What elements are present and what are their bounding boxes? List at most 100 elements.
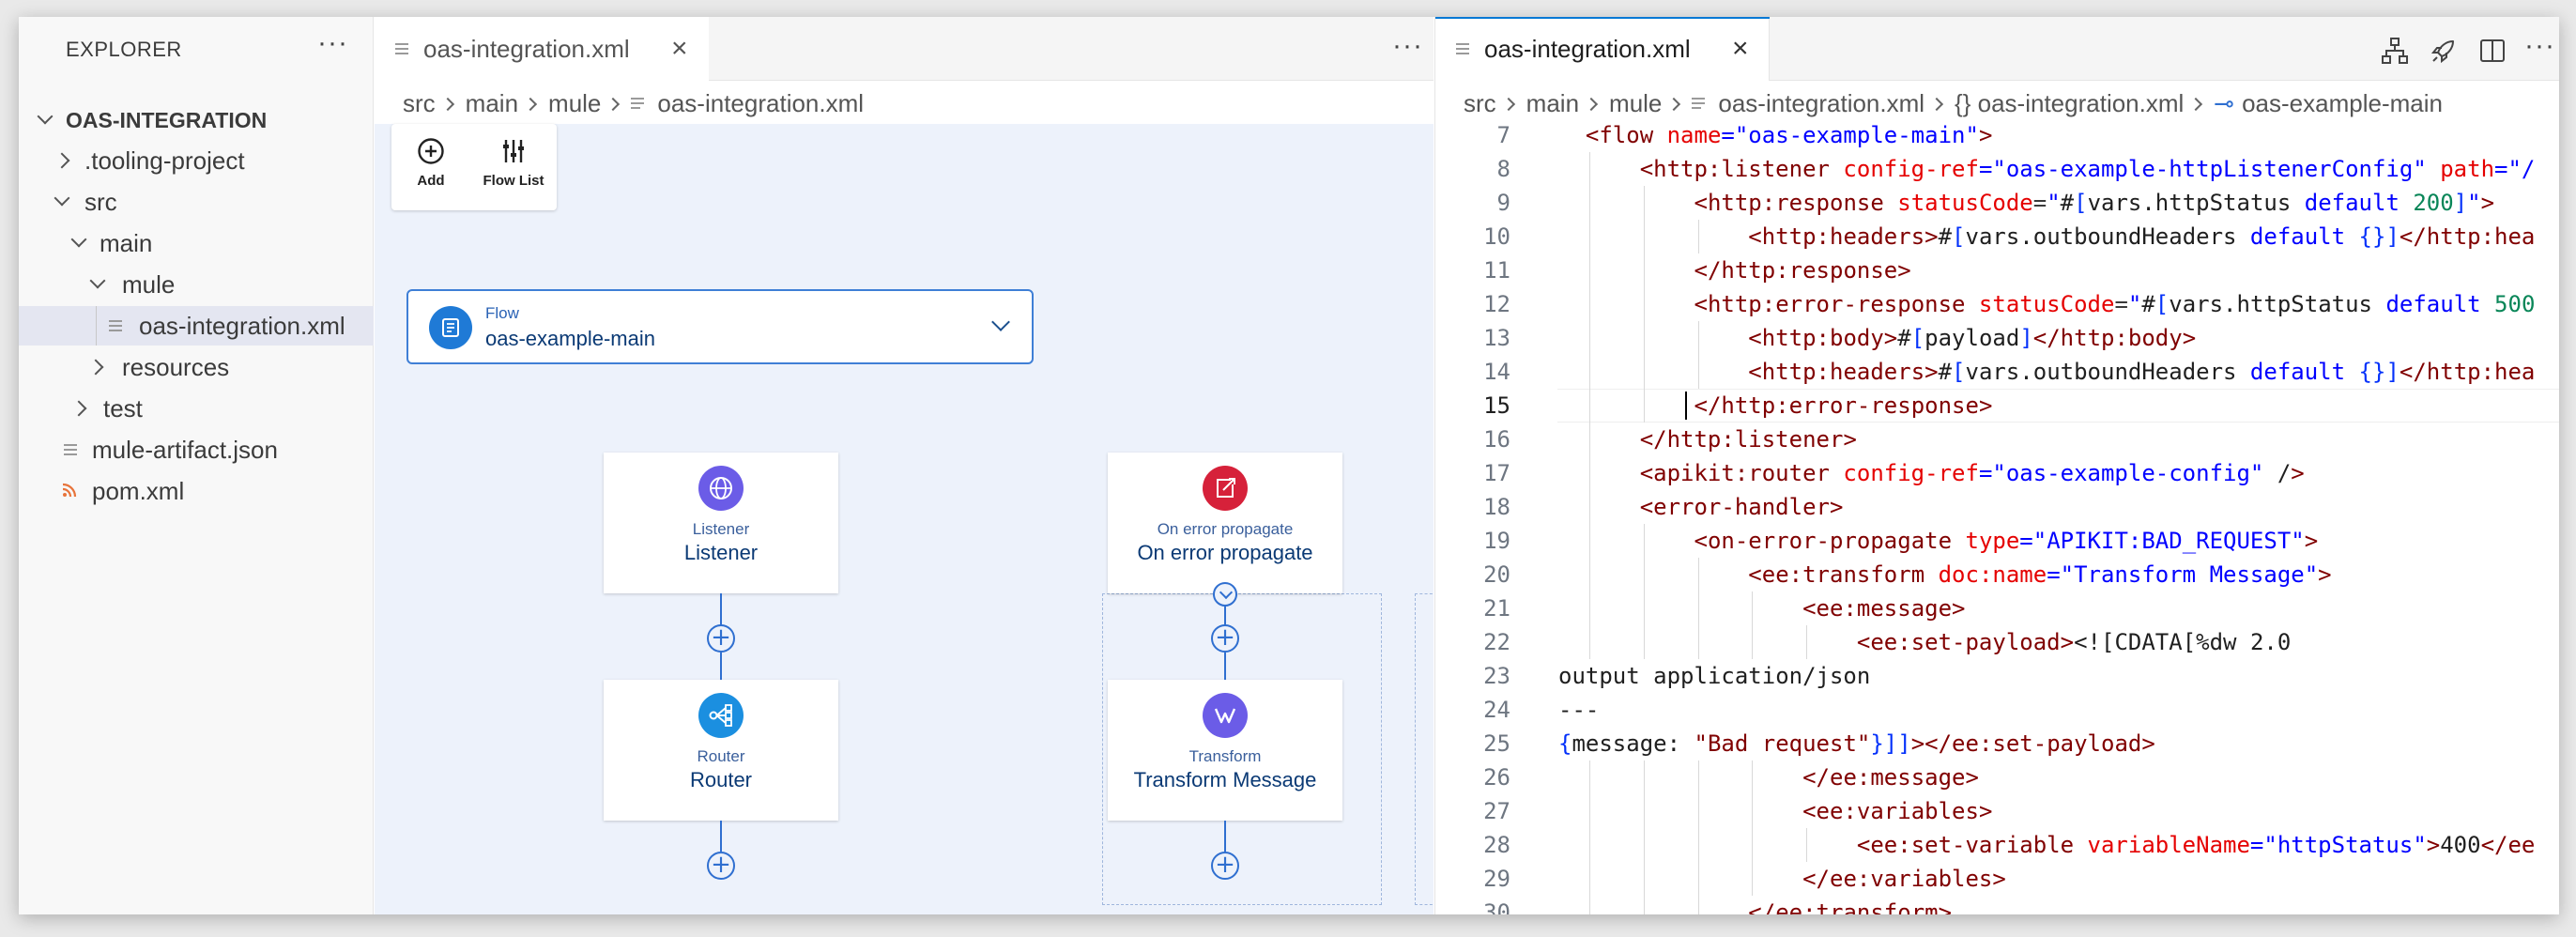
- on-error-propagate-card[interactable]: On error propagate On error propagate: [1108, 453, 1342, 593]
- code-line[interactable]: 22<ee:set-payload><![CDATA[%dw 2.0: [1435, 625, 2559, 659]
- indent-guide: [1643, 524, 1645, 558]
- indent-guide: [1806, 828, 1808, 862]
- breadcrumb-item[interactable]: mule: [548, 89, 602, 117]
- tree-item-src[interactable]: src: [19, 182, 374, 222]
- code-line[interactable]: 16</http:listener>: [1435, 422, 2559, 456]
- line-number: 29: [1483, 866, 1510, 892]
- breadcrumb-item[interactable]: main: [465, 89, 519, 117]
- indent-guide: [1588, 862, 1590, 896]
- tab-oas-integration-xml[interactable]: oas-integration.xml ×: [375, 17, 709, 81]
- breadcrumb-item[interactable]: oas-example-main: [2242, 89, 2443, 117]
- chevron-down-icon[interactable]: [991, 313, 1010, 331]
- code-line[interactable]: 15</http:error-response>: [1435, 389, 2559, 422]
- code-line[interactable]: 26</ee:message>: [1435, 760, 2559, 794]
- indent-guide: [1588, 896, 1590, 914]
- code-line[interactable]: 14<http:headers>#[vars.outboundHeaders d…: [1435, 355, 2559, 389]
- indent-guide: [1588, 152, 1590, 186]
- chevron-right-icon: [70, 400, 87, 417]
- code-text: <ee:variables>: [1802, 798, 1993, 824]
- card-kind-label: On error propagate: [1157, 520, 1294, 538]
- indent-guide: [1588, 321, 1590, 355]
- code-line[interactable]: 17<apikit:router config-ref="oas-example…: [1435, 456, 2559, 490]
- breadcrumb-item[interactable]: oas-integration.xml: [657, 89, 865, 117]
- transform-message-card[interactable]: Transform Transform Message: [1108, 680, 1342, 821]
- visual-editor-group: oas-integration.xml × ··· src main mule oas…: [375, 17, 1475, 914]
- code-line[interactable]: 20<ee:transform doc:name="Transform Mess…: [1435, 558, 2559, 591]
- code-line[interactable]: 29 </ee:variables>: [1435, 862, 2559, 896]
- indent-guide: [1588, 456, 1590, 490]
- breadcrumb-item[interactable]: mule: [1609, 89, 1663, 117]
- tree-item-resources[interactable]: resources: [19, 347, 374, 387]
- split-editor-icon[interactable]: [2477, 36, 2507, 66]
- code-text: </ee:variables>: [1802, 866, 2006, 892]
- code-line[interactable]: 28<ee:set-variable variableName="httpSta…: [1435, 828, 2559, 862]
- code-editor[interactable]: 7<flow name="oas-example-main">8<http:li…: [1435, 124, 2559, 914]
- add-button[interactable]: Add: [406, 131, 455, 189]
- breadcrumb-item[interactable]: {} oas-integration.xml: [1955, 89, 2185, 117]
- tab-oas-integration-xml-active[interactable]: oas-integration.xml ×: [1435, 17, 1770, 81]
- add-step-icon[interactable]: +: [1211, 852, 1239, 880]
- code-line[interactable]: 10<http:headers>#[vars.outboundHeaders d…: [1435, 220, 2559, 253]
- code-text: </http:response>: [1694, 257, 1911, 284]
- tree-item-oas-integration-xml[interactable]: oas-integration.xml: [19, 306, 374, 346]
- indent-guide: [96, 306, 97, 346]
- breadcrumb-item[interactable]: src: [1464, 89, 1496, 117]
- breadcrumb-item[interactable]: main: [1526, 89, 1580, 117]
- breadcrumb-item[interactable]: oas-integration.xml: [1718, 89, 1925, 117]
- tree-item-mule[interactable]: mule: [19, 265, 374, 304]
- file-lines-icon: [395, 40, 408, 57]
- code-line[interactable]: 13<http:body>#[payload]</http:body>: [1435, 321, 2559, 355]
- line-number: 25: [1483, 730, 1510, 757]
- close-icon[interactable]: ×: [1732, 33, 1749, 64]
- indent-guide: [1588, 558, 1590, 591]
- code-line[interactable]: 19<on-error-propagate type="APIKIT:BAD_R…: [1435, 524, 2559, 558]
- tree-item-mule-artifact-json[interactable]: mule-artifact.json: [19, 430, 374, 469]
- close-icon[interactable]: ×: [671, 33, 688, 64]
- transform-icon: [1203, 693, 1248, 738]
- code-text: <http:listener config-ref="oas-example-h…: [1639, 156, 2536, 182]
- code-line[interactable]: 7<flow name="oas-example-main">: [1435, 124, 2559, 152]
- more-actions-icon[interactable]: ···: [2524, 30, 2555, 61]
- card-kind-label: Listener: [692, 520, 750, 538]
- indent-guide: [1643, 591, 1645, 625]
- code-line[interactable]: 8<http:listener config-ref="oas-example-…: [1435, 152, 2559, 186]
- code-line[interactable]: 9<http:response statusCode="#[vars.httpS…: [1435, 186, 2559, 220]
- flow-list-button[interactable]: Flow List: [476, 131, 551, 189]
- tree-item-test[interactable]: test: [19, 389, 374, 428]
- code-line[interactable]: 21<ee:message>: [1435, 591, 2559, 625]
- line-number: 28: [1483, 832, 1510, 858]
- code-text: <error-handler>: [1639, 494, 1844, 520]
- indent-guide: [1588, 389, 1590, 422]
- tree-item-pom-xml[interactable]: pom.xml: [19, 471, 374, 511]
- indent-guide: [1588, 422, 1590, 456]
- line-number: 10: [1483, 223, 1510, 250]
- code-line[interactable]: 30</ee:transform>: [1435, 896, 2559, 914]
- code-line[interactable]: 25{message: "Bad request"}]]></ee:set-pa…: [1435, 727, 2559, 760]
- code-line[interactable]: 18<error-handler>: [1435, 490, 2559, 524]
- add-step-icon[interactable]: +: [707, 852, 735, 880]
- code-line[interactable]: 24---: [1435, 693, 2559, 727]
- breadcrumb-item[interactable]: src: [403, 89, 436, 117]
- add-step-icon[interactable]: +: [707, 624, 735, 653]
- chevron-right-icon: [54, 152, 70, 169]
- hierarchy-icon[interactable]: [2380, 36, 2410, 66]
- rocket-icon[interactable]: [2429, 36, 2459, 66]
- indent-guide: [1643, 862, 1645, 896]
- flow-canvas[interactable]: Add Flow List: [375, 124, 1475, 914]
- explorer-more-icon[interactable]: ···: [317, 27, 348, 58]
- tree-item-main[interactable]: main: [19, 223, 374, 263]
- line-number: 26: [1483, 764, 1510, 791]
- tree-root-oas-integration[interactable]: OAS-INTEGRATION: [19, 100, 374, 140]
- code-line[interactable]: 11</http:response>: [1435, 253, 2559, 287]
- code-line[interactable]: 27<ee:variables>: [1435, 794, 2559, 828]
- flow-selector[interactable]: Flow oas-example-main: [406, 289, 1034, 364]
- tree-item-tooling-project[interactable]: .tooling-project: [19, 141, 374, 180]
- more-actions-icon[interactable]: ···: [1392, 30, 1423, 61]
- code-line[interactable]: 12<http:error-response statusCode="#[var…: [1435, 287, 2559, 321]
- add-step-icon[interactable]: +: [1211, 624, 1239, 653]
- indent-guide: [1752, 828, 1754, 862]
- router-card[interactable]: Router Router: [604, 680, 838, 821]
- collapse-chevron-icon[interactable]: [1213, 582, 1237, 607]
- listener-card[interactable]: Listener Listener: [604, 453, 838, 593]
